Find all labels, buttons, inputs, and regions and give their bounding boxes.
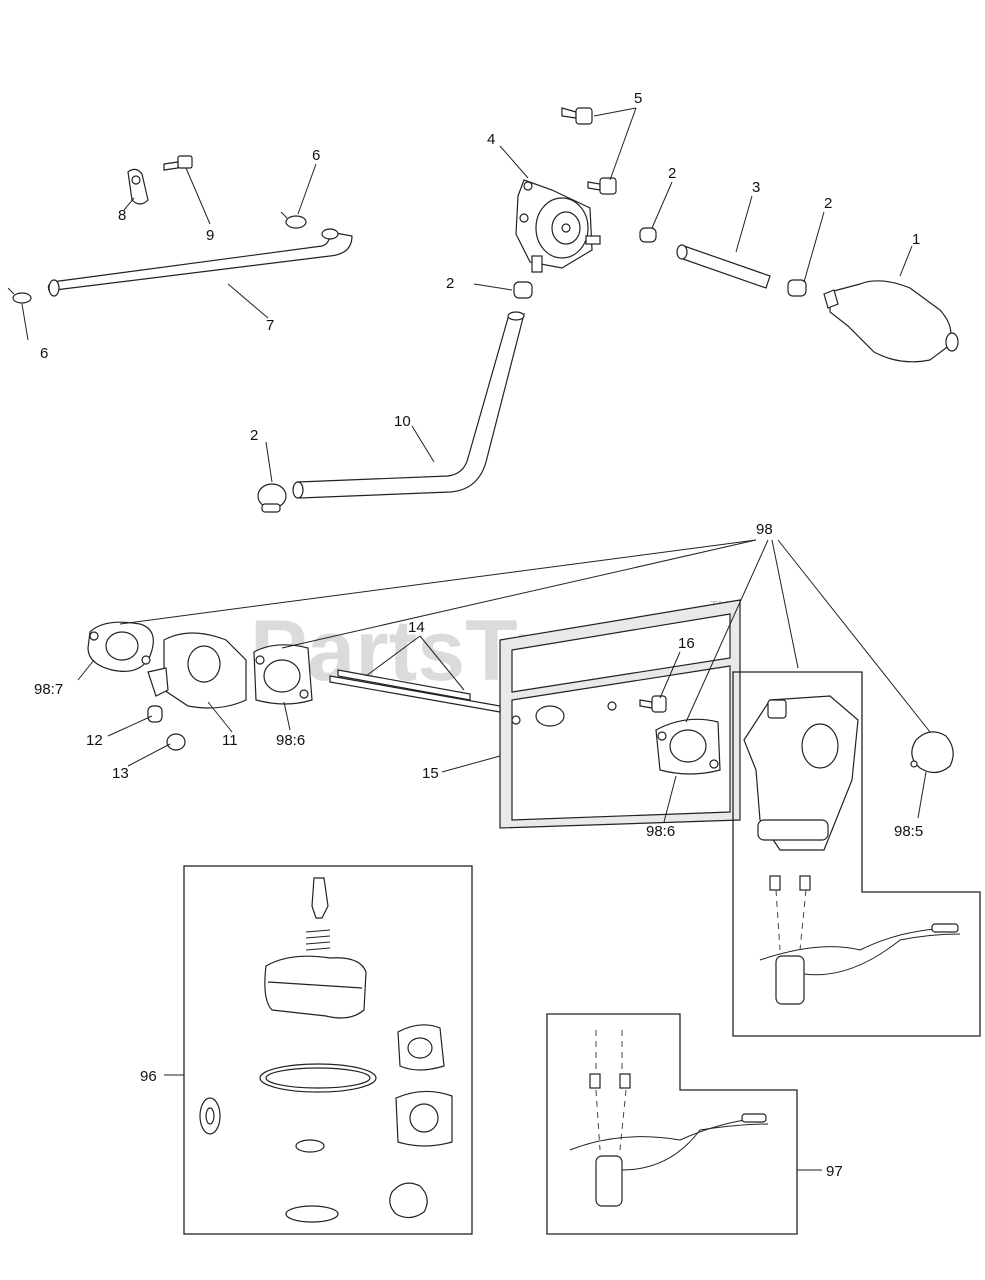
part-14-studs [329,669,501,713]
part-3-hose [676,244,771,289]
callout-8: 8 [118,207,126,224]
gasket-98-6-right [655,718,721,775]
part-6-hose-clip-left [7,287,32,304]
leader-lines [21,107,931,1171]
gasket-98-5 [910,731,954,774]
part-10-hose [292,311,525,499]
part-12-cap [147,705,163,723]
callout-16: 16 [678,635,695,652]
part-6-hose-clip-right [280,211,307,229]
callout-98-5: 98:5 [894,823,923,840]
callout-11: 11 [222,732,238,749]
callout-7: 7 [266,317,274,334]
callout-98-6-left: 98:6 [276,732,305,749]
part-11-carb-adapter [147,632,247,709]
part-7-fuel-hose [47,228,353,297]
part-2-clamp-upper [639,227,657,243]
part-15-insulator-plate [499,599,741,829]
callout-2-middle: 2 [446,275,454,292]
callout-98: 98 [756,521,773,538]
callout-6-right: 6 [312,147,320,164]
callout-2-lower: 2 [250,427,258,444]
part-1-fuel-filter [823,280,959,363]
callout-97: 97 [826,1163,843,1180]
part-2-clamp-middle [513,281,533,299]
part-5-bolt-lower [587,177,617,195]
callout-9: 9 [206,227,214,244]
callout-1: 1 [912,231,920,248]
callout-15: 15 [422,765,439,782]
part-5-bolt-upper [561,107,593,125]
callout-3: 3 [752,179,760,196]
callout-13: 13 [112,765,129,782]
carburetor-kit-box [732,671,981,1037]
part-2-clamp-lower [257,483,287,513]
callout-96: 96 [140,1068,157,1085]
callout-2-upper: 2 [668,165,676,182]
callouts: 1 2 2 2 2 3 4 5 6 6 7 8 9 10 11 12 13 14… [34,90,923,1180]
part-4-fuel-pump [515,179,601,273]
gasket-98-7 [87,621,154,672]
callout-5: 5 [634,90,642,107]
kit-96-box [183,865,473,1235]
callout-14: 14 [408,619,425,636]
part-13-clamp [166,733,186,751]
callout-6-left: 6 [40,345,48,362]
callout-10: 10 [394,413,411,430]
gasket-98-6-left [253,644,313,705]
callout-12: 12 [86,732,103,749]
part-16-bolt [639,695,667,713]
callout-98-7: 98:7 [34,681,63,698]
callout-98-6-right: 98:6 [646,823,675,840]
part-8-clamp [127,168,149,205]
callout-4: 4 [487,131,495,148]
part-9-bolt [163,155,193,171]
callout-2-right: 2 [824,195,832,212]
kit-97-box [546,1013,798,1235]
part-2-clamp-right [787,279,807,297]
